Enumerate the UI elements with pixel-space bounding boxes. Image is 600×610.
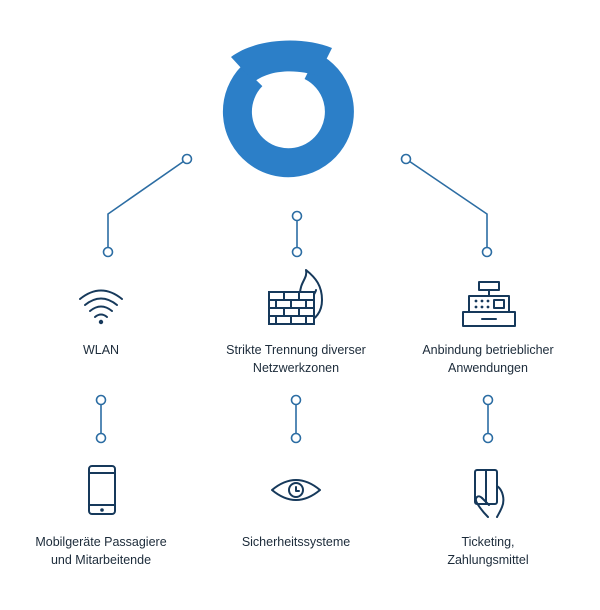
label-mobile-line-2: und Mitarbeitende xyxy=(50,553,152,567)
connector-dot xyxy=(291,246,303,258)
connector-right xyxy=(405,158,488,249)
label-firewall: Strikte Trennung diverser Netzwerkzonen xyxy=(201,341,391,377)
label-register-line-2: Anwendungen xyxy=(448,361,528,375)
cash-register-icon xyxy=(462,281,516,327)
connector-dot xyxy=(102,246,114,258)
label-mobile-line-1: Mobilgeräte Passagiere xyxy=(35,535,167,549)
connector-dot xyxy=(95,432,107,444)
label-ticketing-line-1: Ticketing, xyxy=(461,535,515,549)
card-payment-icon xyxy=(474,469,505,518)
connector-dot xyxy=(181,153,193,165)
logo-swoosh xyxy=(231,40,332,82)
logo-ring xyxy=(222,53,354,178)
eye-icon xyxy=(271,479,321,501)
connector-dot xyxy=(290,432,302,444)
connector-dot xyxy=(482,394,494,406)
label-wlan-line-1: WLAN xyxy=(82,343,120,357)
smartphone-icon xyxy=(88,465,116,515)
connector-left xyxy=(107,158,188,249)
connectors-top xyxy=(102,153,493,258)
label-register: Anbindung betrieblicher Anwendungen xyxy=(393,341,583,377)
wifi-icon xyxy=(79,289,123,325)
connector-dot xyxy=(291,210,303,222)
label-firewall-line-2: Netzwerkzonen xyxy=(252,361,340,375)
label-ticketing-line-2: Zahlungsmittel xyxy=(447,553,529,567)
label-security-line-1: Sicherheitssysteme xyxy=(241,535,351,549)
ring-swoosh-logo xyxy=(222,40,354,178)
connector-dot xyxy=(290,394,302,406)
label-firewall-line-1: Strikte Trennung diverser xyxy=(226,343,366,357)
connector-dot xyxy=(482,432,494,444)
label-security: Sicherheitssysteme xyxy=(201,533,391,551)
label-ticketing: Ticketing, Zahlungsmittel xyxy=(393,533,583,569)
connectors-middle xyxy=(95,394,494,444)
connector-dot xyxy=(481,246,493,258)
connector-dot xyxy=(400,153,412,165)
label-wlan: WLAN xyxy=(6,341,196,359)
firewall-icon xyxy=(268,269,323,325)
label-register-line-1: Anbindung betrieblicher xyxy=(422,343,554,357)
label-mobile: Mobilgeräte Passagiere und Mitarbeitende xyxy=(6,533,196,569)
connector-dot xyxy=(95,394,107,406)
